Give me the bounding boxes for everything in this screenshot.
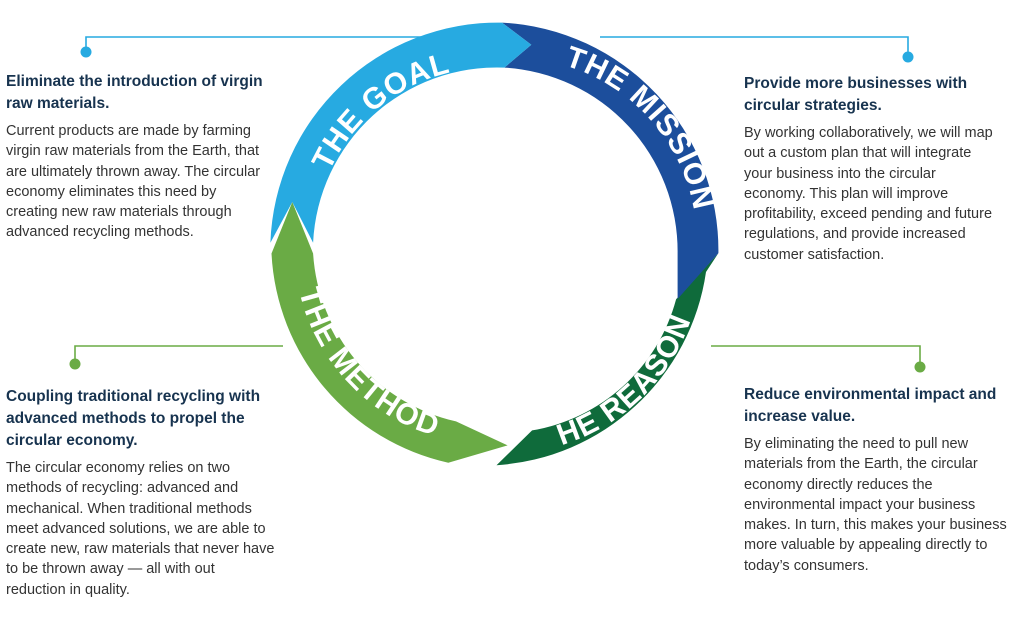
- mission-connector-dot: [902, 51, 914, 63]
- goal-segment: [270, 22, 532, 243]
- mission-heading: Provide more businesses with circular st…: [744, 75, 968, 114]
- goal-text-block: Eliminate the introduction of virgin raw…: [6, 71, 268, 243]
- mission-segment: [502, 22, 719, 299]
- mission-connector: [600, 36, 909, 55]
- mission-text-block: Provide more businesses with circular st…: [744, 73, 994, 265]
- goal-heading: Eliminate the introduction of virgin raw…: [6, 73, 263, 112]
- reason-connector-dot: [914, 361, 926, 373]
- reason-heading: Reduce environmental impact and increase…: [744, 386, 997, 425]
- method-connector-dot: [69, 358, 81, 370]
- mission-body: By working collaboratively, we will map …: [744, 125, 993, 263]
- reason-body: By eliminating the need to pull new mate…: [744, 436, 1007, 574]
- goal-connector: [85, 36, 440, 50]
- method-body: The circular economy relies on two metho…: [6, 460, 275, 598]
- reason-connector: [711, 345, 921, 365]
- method-heading: Coupling traditional recycling with adva…: [6, 388, 261, 449]
- method-connector: [74, 345, 283, 362]
- reason-text-block: Reduce environmental impact and increase…: [744, 384, 1012, 576]
- method-text-block: Coupling traditional recycling with adva…: [6, 386, 278, 600]
- goal-body: Current products are made by farming vir…: [6, 123, 261, 241]
- method-segment: [271, 202, 508, 463]
- goal-connector-dot: [80, 46, 92, 58]
- reason-segment: [496, 253, 719, 466]
